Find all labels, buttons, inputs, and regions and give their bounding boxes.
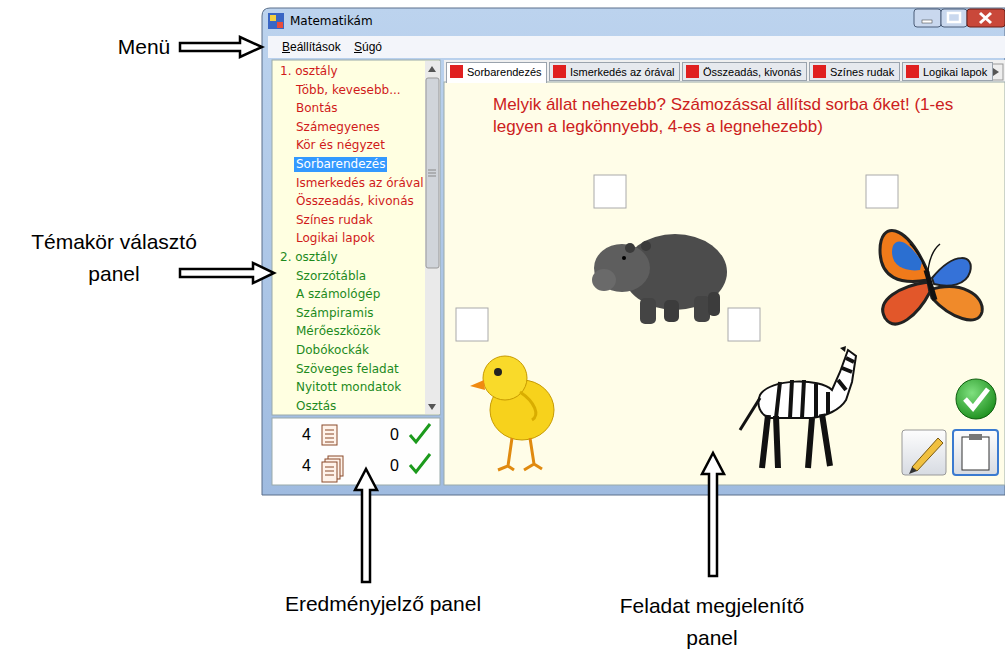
tab-icon (686, 65, 699, 78)
topic-item: A számológép (294, 287, 382, 302)
butterfly-picture (880, 231, 982, 324)
topic-item: Ismerkedés az órával (294, 176, 426, 191)
topic-item: Szöveges feladat (294, 362, 401, 377)
minimize-button (914, 9, 941, 27)
topic-item: Dobókockák (294, 343, 371, 358)
tab-icon (813, 65, 826, 78)
maximize-button (941, 9, 967, 27)
grade-heading: 1. osztály (278, 64, 340, 79)
tab: Színes rudak (809, 62, 900, 81)
topic-item: Több, kevesebb... (294, 83, 403, 98)
number-input (456, 308, 488, 341)
number-input (866, 175, 898, 208)
topic-panel: 1. osztályTöbb, kevesebb... BontásSzámegy… (272, 60, 425, 415)
hippo-picture (592, 234, 727, 324)
selected-topic: Sorbarendezés (294, 157, 387, 172)
annotation-label: Feladat megjelenítő panel (598, 590, 826, 654)
tab-label: Színes rudak (830, 66, 894, 78)
topic-item: Számegyenes (294, 120, 382, 135)
topic-item: Logikai lapok (294, 231, 377, 246)
tab: Sorbarendezés (446, 62, 547, 83)
tab-icon (450, 65, 463, 78)
scroll-thumb (426, 78, 439, 268)
annotation-label: Eredményjelző panel (250, 588, 516, 620)
menu-item: Beállítások (282, 40, 341, 54)
tab-label: Összeadás, kivonás (703, 66, 801, 78)
score-number: 4 (302, 457, 311, 475)
score-panel: 4 0 4 0 (272, 418, 440, 485)
task-question: Melyik állat nehezebb? Számozással állít… (493, 94, 955, 138)
tab-icon (553, 65, 566, 78)
menu-item: Súgó (354, 40, 382, 54)
topic-item: Osztás (294, 399, 338, 414)
chick-picture (470, 356, 554, 470)
menu-bar (268, 36, 1005, 58)
pencil-button (902, 430, 946, 475)
tab: Ismerkedés az órával (549, 62, 680, 81)
tab-label: Sorbarendezés (467, 66, 542, 78)
task-icon (322, 425, 343, 482)
ok-button (956, 379, 996, 419)
topic-item: Mérőeszközök (294, 324, 382, 339)
tab-strip (444, 60, 1005, 83)
zebra-picture (740, 346, 856, 468)
topic-item: Kör és négyzet (294, 138, 387, 153)
window-title: Matematikám (290, 14, 373, 28)
annotation-label: Témakör választó panel (10, 226, 218, 290)
topic-item: Nyitott mondatok (294, 380, 403, 395)
annotation-label: Menü (108, 31, 180, 63)
tab: Logikai lapok (902, 62, 993, 81)
topic-item: Összeadás, kivonás (294, 194, 416, 209)
topic-item: Számpiramis (294, 306, 375, 321)
clipboard-button (953, 430, 998, 475)
close-button (967, 9, 1005, 27)
app-window: Beállítások Súgó 1. osztályTöbb, kevesebb.… (262, 8, 1005, 495)
tab-label: Ismerkedés az órával (570, 66, 675, 78)
app-icon (268, 13, 284, 29)
number-input (728, 308, 760, 341)
menu-bar: Beállítások Súgó (268, 36, 1005, 58)
score-number: 0 (390, 457, 399, 475)
score-panel-bg (272, 418, 440, 485)
grade-heading: 2. osztály (278, 250, 340, 265)
check-mark (410, 454, 430, 472)
task-panel: Melyik állat nehezebb? Számozással állít… (444, 82, 1005, 485)
tab: Összeadás, kivonás (682, 62, 807, 81)
check-mark (410, 424, 430, 442)
score-number: 4 (302, 426, 311, 444)
scrollbar (425, 61, 440, 414)
topic-panel-bg (272, 60, 440, 415)
topic-item: Szorzótábla (294, 269, 368, 284)
score-number: 0 (390, 426, 399, 444)
topic-item: Bontás (294, 101, 340, 116)
number-input (594, 175, 626, 208)
topic-item: Színes rudak (294, 213, 375, 228)
window-frame (262, 8, 1005, 495)
tab-label: Logikai lapok (923, 66, 987, 78)
tab-icon (906, 65, 919, 78)
task-panel-bg (444, 82, 1005, 485)
